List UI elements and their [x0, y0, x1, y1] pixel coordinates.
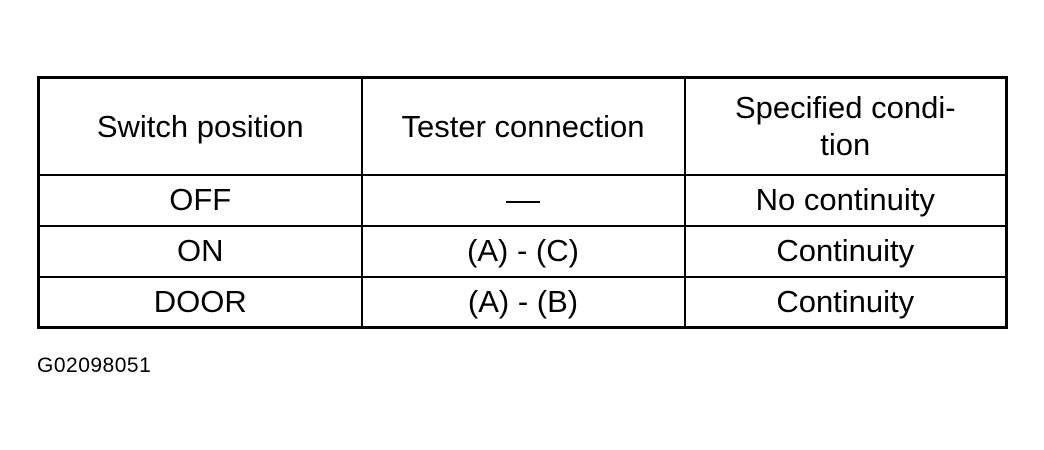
cell-specified-condition: No continuity	[683, 173, 1008, 227]
table-row-door: DOOR (A) - (B) Continuity	[37, 275, 1008, 329]
figure-id: G02098051	[37, 354, 152, 377]
switch-inspection-table: Switch position Tester connection Specif…	[37, 76, 1008, 329]
cell-tester-connection: —	[360, 173, 686, 227]
cell-specified-condition: Continuity	[683, 275, 1008, 329]
cell-switch-position: DOOR	[37, 275, 363, 329]
header-specified-condition: Specified condi- tion	[683, 76, 1008, 176]
header-specified-condition-text: Specified condi- tion	[734, 90, 956, 163]
cell-specified-condition: Continuity	[683, 224, 1008, 278]
cell-tester-connection: (A) - (C)	[360, 224, 686, 278]
cell-switch-position: ON	[37, 224, 363, 278]
table-row-on: ON (A) - (C) Continuity	[37, 224, 1008, 278]
header-switch-position: Switch position	[37, 76, 363, 176]
table-row-off: OFF — No continuity	[37, 173, 1008, 227]
dash-mark	[506, 201, 540, 204]
table-header-row: Switch position Tester connection Specif…	[37, 76, 1008, 176]
cell-tester-connection: (A) - (B)	[360, 275, 686, 329]
cell-switch-position: OFF	[37, 173, 363, 227]
header-tester-connection: Tester connection	[360, 76, 686, 176]
